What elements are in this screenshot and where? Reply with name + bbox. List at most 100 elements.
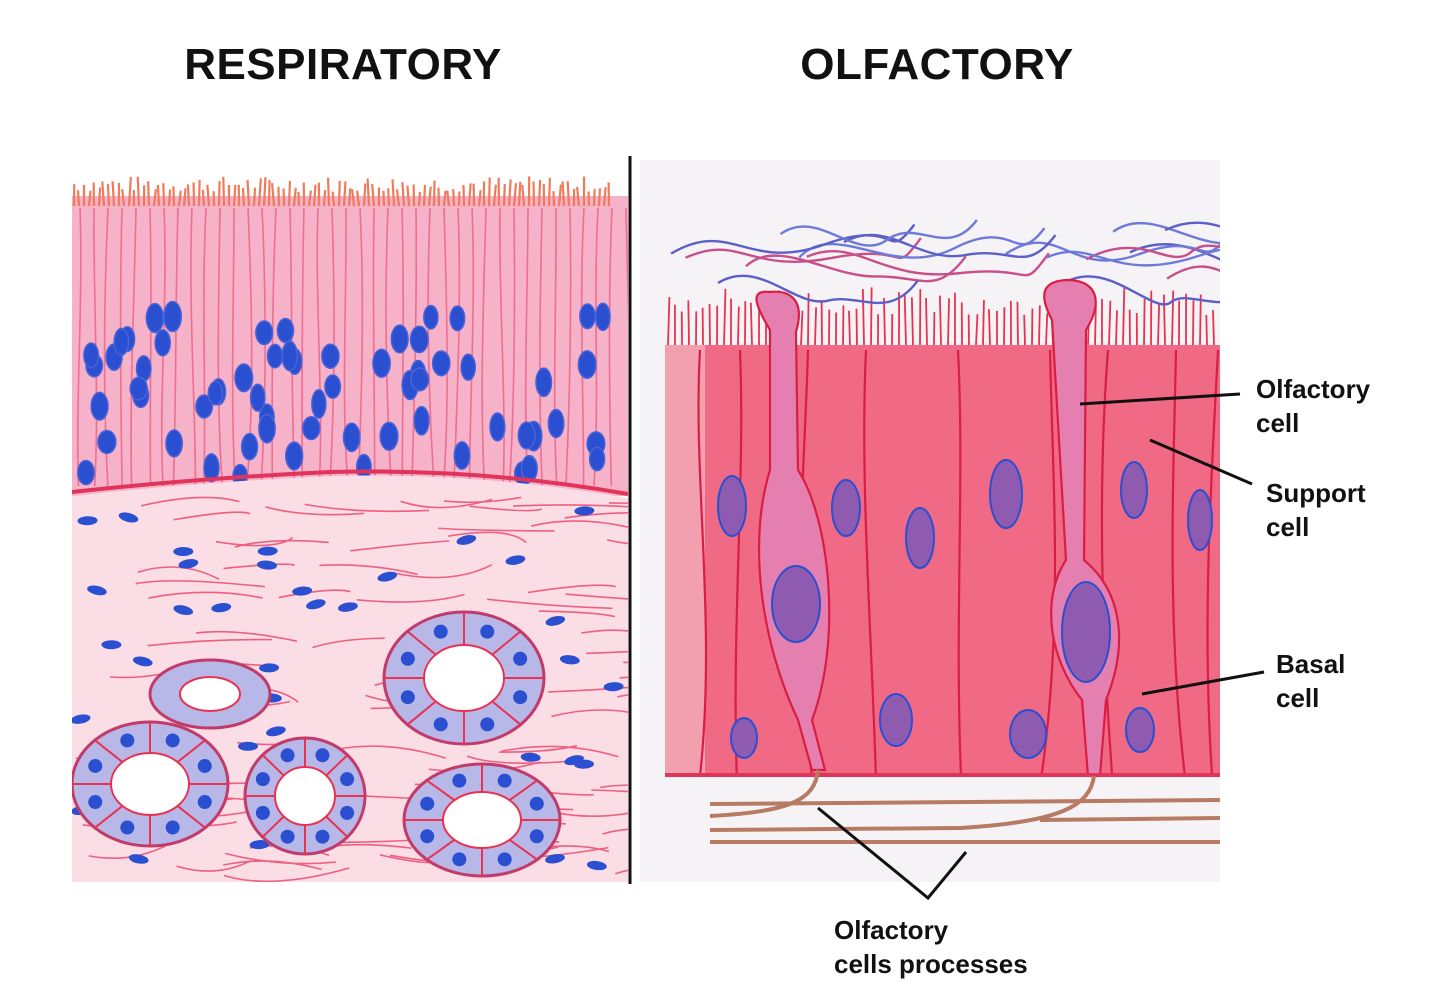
cilium xyxy=(217,181,221,207)
cilium xyxy=(97,187,102,207)
fiber xyxy=(319,564,418,576)
cell-boundary xyxy=(316,207,322,487)
cilium xyxy=(246,180,251,207)
microvillus xyxy=(910,297,914,346)
gland-nucleus xyxy=(513,690,528,705)
nucleus xyxy=(276,317,295,344)
nucleus xyxy=(579,303,596,330)
microvillus xyxy=(1205,314,1208,346)
cell-boundary xyxy=(343,207,349,487)
gland-cell-border xyxy=(176,805,206,829)
gland-nucleus xyxy=(120,733,135,748)
fibroblast-nucleus xyxy=(77,516,98,526)
cilium xyxy=(172,186,176,207)
support-cell-border xyxy=(1206,349,1220,776)
cilium xyxy=(406,185,411,207)
cilium xyxy=(521,184,526,207)
fiber xyxy=(602,828,628,835)
olfactory-cell-label-line2: cell xyxy=(1256,408,1300,438)
cilium xyxy=(182,188,187,207)
nucleus xyxy=(234,363,254,393)
cilium xyxy=(467,183,472,207)
cilium xyxy=(156,184,161,207)
microvillus xyxy=(807,293,810,346)
nucleus xyxy=(240,432,259,461)
cilium xyxy=(575,186,581,207)
olfactory-cilium xyxy=(798,227,1046,259)
olfactory-cilia xyxy=(670,219,1220,306)
cilium xyxy=(446,190,451,207)
processes-pointer xyxy=(817,806,968,901)
fiber xyxy=(487,598,613,610)
microvillus xyxy=(848,310,851,346)
cilium xyxy=(566,181,571,207)
gland xyxy=(243,736,367,856)
fiber xyxy=(565,593,628,600)
gland-nucleus xyxy=(315,748,330,763)
microvillus xyxy=(988,309,991,346)
fiber xyxy=(196,630,298,642)
gland-cell-border xyxy=(325,815,349,838)
fibroblast-nucleus xyxy=(101,640,122,650)
olfactory-cell-right xyxy=(1043,278,1121,778)
nucleus xyxy=(372,348,391,379)
olfactory-cell-label: Olfactory cell xyxy=(1256,372,1370,440)
fiber xyxy=(564,512,628,519)
nucleus xyxy=(207,381,224,406)
support-cell-border xyxy=(697,349,708,776)
nucleus xyxy=(409,325,429,354)
gland-cell-border xyxy=(426,838,456,861)
microvillus xyxy=(947,298,950,346)
fiber xyxy=(531,520,628,528)
nucleus xyxy=(258,413,276,444)
fiber xyxy=(147,638,273,647)
microvillus xyxy=(1094,304,1097,346)
cilium xyxy=(222,176,226,207)
nucleus xyxy=(342,422,361,453)
cilium xyxy=(537,179,542,207)
cilium xyxy=(437,187,441,207)
fiber xyxy=(512,504,628,508)
olfactory-cilium xyxy=(806,250,1050,277)
fibroblast-nucleus xyxy=(266,726,286,737)
cilium xyxy=(552,191,556,207)
nucleus xyxy=(460,353,476,381)
fibroblast-nucleus xyxy=(132,656,153,667)
cilium xyxy=(366,178,371,207)
olfactory-cilium xyxy=(745,254,967,283)
annotation-pointers xyxy=(817,392,1265,901)
gland-cell-border xyxy=(508,838,538,861)
fibroblast-nucleus xyxy=(520,752,541,762)
cilium xyxy=(561,181,566,207)
nucleus xyxy=(76,459,95,486)
microvillus xyxy=(1171,290,1175,346)
cilium xyxy=(101,181,106,207)
gland xyxy=(402,762,562,878)
gland-nucleus xyxy=(433,624,448,639)
fiber xyxy=(137,566,220,581)
nucleus xyxy=(449,305,466,332)
gland-nucleus xyxy=(88,795,103,810)
gland-nucleus xyxy=(280,748,295,763)
cell-boundary xyxy=(372,207,376,487)
fiber xyxy=(466,755,578,765)
cilium xyxy=(186,184,191,207)
gland-nucleus xyxy=(197,795,212,810)
gland xyxy=(72,720,230,848)
nucleus xyxy=(195,394,214,419)
microvillus xyxy=(749,302,753,346)
fiber xyxy=(304,503,430,513)
cell-boundary xyxy=(76,207,82,487)
cilium xyxy=(452,188,456,207)
support-cell-border xyxy=(1040,349,1057,776)
fiber xyxy=(469,505,543,512)
cilium xyxy=(351,189,356,207)
gland-cell-border xyxy=(491,700,522,726)
cell-boundary xyxy=(524,207,529,487)
olfactory-cilium xyxy=(1085,244,1220,261)
gland-nucleus xyxy=(452,773,467,788)
microvillus xyxy=(1143,298,1146,346)
fibroblast-nucleus xyxy=(586,860,607,871)
olfactory-processes-label-line1: Olfactory xyxy=(834,915,949,945)
